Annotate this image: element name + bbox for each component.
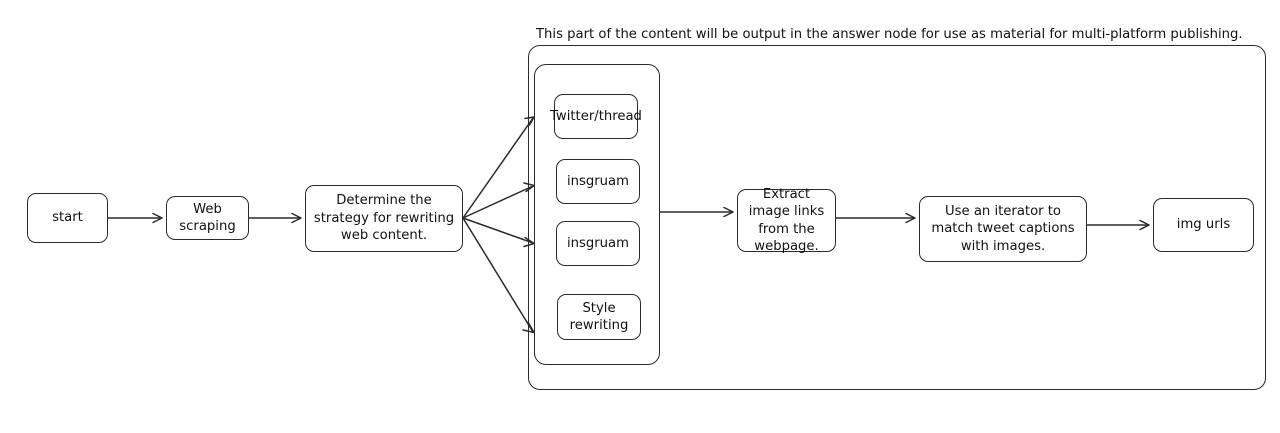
edge-webscraping-to-strategy (248, 212, 302, 224)
node-style-rewriting[interactable]: Style rewriting (557, 294, 641, 340)
edge-strategy-to-instagram-1 (462, 182, 535, 219)
node-instagram-1[interactable]: insgruam (556, 159, 640, 204)
group-caption: This part of the content will be output … (536, 27, 1243, 42)
node-start[interactable]: start (27, 193, 108, 243)
node-twitter-thread-label: Twitter/thread (550, 108, 642, 124)
edge-strategy-to-instagram-2 (462, 217, 535, 248)
node-iterator-match[interactable]: Use an iterator to match tweet captions … (919, 196, 1087, 262)
node-web-scraping-label: Web scraping (179, 201, 236, 234)
node-twitter-thread[interactable]: Twitter/thread (550, 94, 642, 139)
edge-start-to-webscraping (107, 212, 163, 224)
node-determine-strategy-label: Determine the strategy for rewriting web… (313, 193, 455, 244)
node-extract-image-links-label: Extract image links from the webpage. (748, 186, 825, 254)
node-determine-strategy[interactable]: Determine the strategy for rewriting web… (305, 185, 463, 252)
node-img-urls-label: img urls (1176, 217, 1231, 233)
node-instagram-2-label: insgruam (567, 235, 629, 251)
node-start-label: start (52, 210, 83, 226)
node-img-urls[interactable]: img urls (1153, 198, 1254, 252)
node-web-scraping[interactable]: Web scraping (166, 196, 249, 240)
node-iterator-match-label: Use an iterator to match tweet captions … (931, 203, 1075, 254)
node-instagram-1-label: insgruam (567, 173, 629, 189)
node-instagram-2[interactable]: insgruam (556, 221, 640, 266)
node-style-rewriting-label: Style rewriting (569, 300, 629, 333)
node-extract-image-links[interactable]: Extract image links from the webpage. (737, 187, 836, 254)
edge-strategy-to-twitter (462, 116, 535, 219)
inner-group-container[interactable] (534, 64, 660, 365)
edge-strategy-to-style-rewriting (462, 217, 535, 334)
